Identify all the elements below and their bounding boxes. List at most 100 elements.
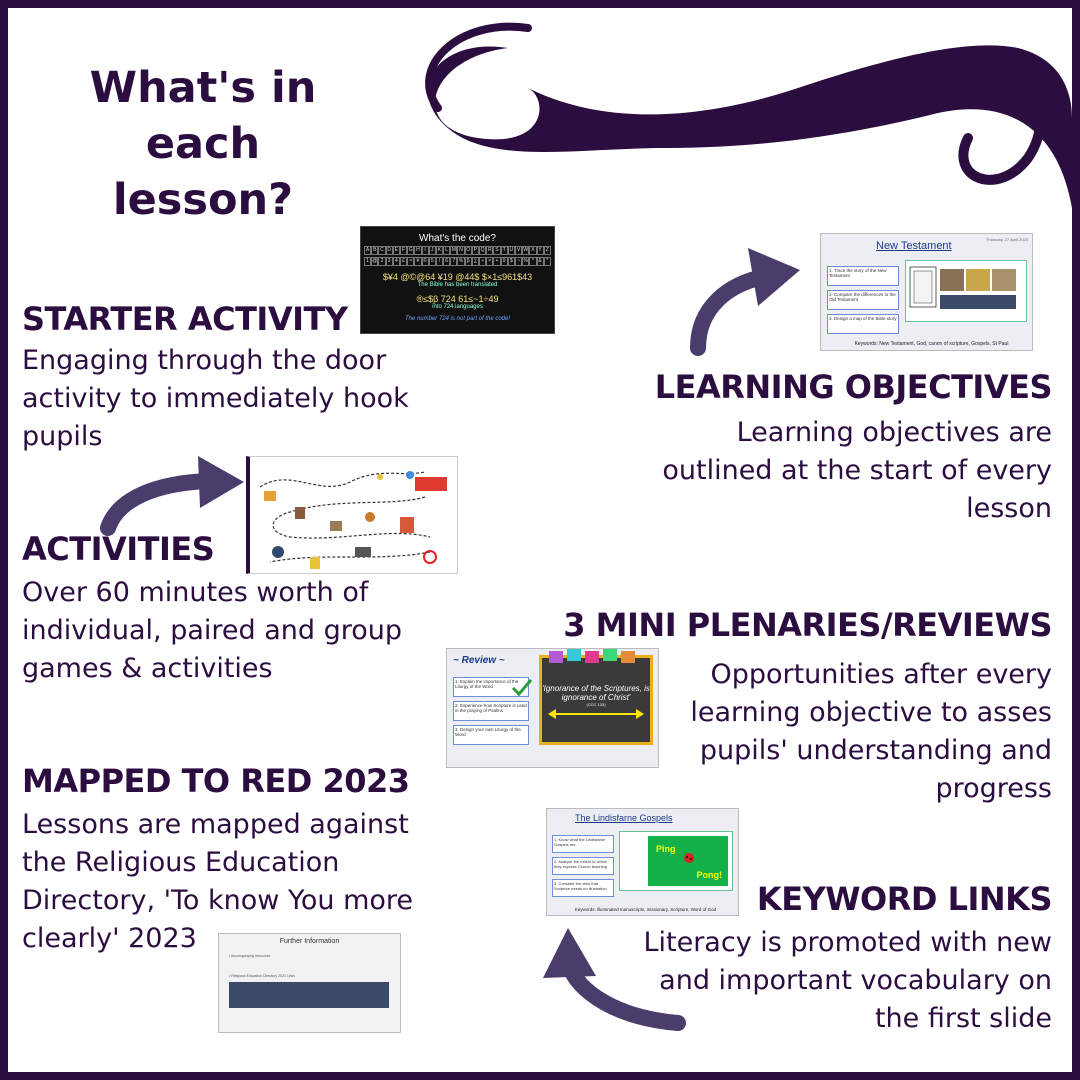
desc-line: the Religious Education	[22, 847, 340, 878]
starter-description: Engaging through the door activity to im…	[22, 342, 409, 456]
check-icon	[511, 679, 533, 697]
keyword-slide-thumbnail: The Lindisfarne Gospels 1. Know what the…	[546, 808, 739, 916]
swirl-loop	[933, 70, 1045, 185]
dashed-path	[259, 471, 431, 563]
title-line: each	[145, 119, 261, 169]
mapped-description: Lessons are mapped against the Religious…	[22, 806, 413, 958]
ladybird-icon	[684, 853, 694, 863]
objective-box: 2. Experience how Scripture is used in t…	[453, 701, 529, 721]
thumbnail-title: Further Information	[279, 938, 340, 945]
objective-box: 1. Trace the story of the New Testament	[827, 266, 899, 286]
picture	[377, 474, 383, 480]
keywords-description: Literacy is promoted with new and import…	[643, 924, 1052, 1038]
picture-frame	[905, 260, 1027, 322]
quote-source: (CCC 133)	[586, 702, 606, 707]
picture	[272, 546, 284, 558]
ping-pong-panel: Ping Pong!	[648, 836, 728, 886]
desc-line: pupils	[22, 421, 103, 452]
picture	[355, 547, 371, 557]
quote-text: 'Ignorance of the Scriptures, is ignoran…	[542, 684, 650, 702]
info-line: • Religious Education Directory 2023 Lin…	[229, 974, 296, 978]
starter-heading: STARTER ACTIVITY	[22, 300, 348, 338]
desc-line: Learning objectives are	[736, 417, 1052, 448]
arrow-to-keyword-slide-head	[543, 928, 596, 978]
objectives-heading: LEARNING OBJECTIVES	[654, 368, 1053, 406]
code-answer: into 724 languages	[432, 304, 483, 310]
info-line: • Accompanying resources	[229, 954, 271, 958]
objective-box: 3. Design a map of the Bible story	[827, 314, 899, 334]
title-line: What's in	[89, 63, 317, 113]
desc-line: Engaging through the door	[22, 345, 387, 376]
picture	[310, 557, 320, 569]
chalkboard: 'Ignorance of the Scriptures, is ignoran…	[539, 655, 653, 745]
desc-line: learning objective to asses	[690, 697, 1052, 728]
code-line: ®≤$β 724 61≤~1÷49	[416, 294, 499, 304]
objective-box: 2. Compare the differences to the Old Te…	[827, 290, 899, 310]
keywords-line: Keywords: New Testament, God, canon of s…	[854, 341, 1009, 347]
decorative-swirl-graphic	[100, 22, 1072, 1031]
objectives-description: Learning objectives are outlined at the …	[662, 414, 1052, 528]
code-answer: The Bible has been translated	[417, 282, 498, 288]
objective-box: 3. Design your own Liturgy of the Word	[453, 725, 529, 745]
page-title: What's in each lesson?	[68, 60, 338, 228]
desc-line: activity to immediately hook	[22, 383, 409, 414]
sticky-notes-picture	[549, 649, 635, 663]
desc-line: games & activities	[22, 653, 273, 684]
objective-box: 1. Explain the importance of the Liturgy…	[453, 677, 529, 697]
keywords-heading: KEYWORD LINKS	[756, 880, 1053, 918]
review-slide-thumbnail: ~ Review ~ 1. Explain the importance of …	[446, 648, 659, 768]
thumbnail-title: ~ Review ~	[453, 655, 505, 666]
desc-line: progress	[935, 773, 1052, 804]
infographic-page: What's in each lesson? STARTER ACTIVITY …	[8, 8, 1072, 1072]
door-and-images-picture	[909, 266, 1016, 309]
desc-line: lesson	[966, 493, 1052, 524]
picture	[406, 471, 414, 479]
mapped-heading: MAPPED TO RED 2023	[22, 762, 410, 800]
desc-line: Opportunities after every	[710, 659, 1052, 690]
desc-line: outlined at the start of every	[662, 455, 1052, 486]
desc-line: clearly' 2023	[22, 923, 197, 954]
desc-line: Lessons are mapped against	[22, 809, 409, 840]
title-line: lesson?	[112, 175, 294, 225]
ping-label: Ping	[656, 844, 676, 854]
activities-description: Over 60 minutes worth of individual, pai…	[22, 574, 402, 688]
picture	[264, 491, 276, 501]
pong-label: Pong!	[696, 870, 723, 880]
picture	[330, 521, 342, 531]
objectives-slide-thumbnail: New Testament Thursday, 27 April 2023 1.…	[820, 233, 1033, 351]
code-line: $¥4 @©@64 ¥19 @44$ $×1≤961$43	[382, 272, 533, 282]
objective-box: 3. Consider the view that Scripture need…	[552, 879, 614, 897]
code-footnote: The number 724 is not part of the code!	[404, 316, 511, 322]
links-table	[229, 982, 389, 1008]
arrow-to-objectives-head	[748, 248, 800, 306]
arrow-to-activities	[100, 473, 216, 536]
desc-line: individual, paired and group	[22, 615, 403, 646]
picture	[400, 517, 414, 533]
no-sign-icon	[423, 550, 437, 564]
objective-box: 2. Analyse the extent to which they expr…	[552, 857, 614, 875]
desc-line: pupils' understanding and	[699, 735, 1052, 766]
thumbnail-title: What's the code?	[419, 233, 496, 244]
plenaries-heading: 3 MINI PLENARIES/REVIEWS	[563, 606, 1052, 644]
picture	[295, 507, 305, 519]
activity-map-image	[259, 471, 447, 569]
desc-line: the first slide	[874, 1003, 1052, 1034]
keywords-line: Keywords: illuminated manuscripts, missi…	[574, 907, 717, 912]
thumbnail-date: Thursday, 27 April 2023	[986, 237, 1028, 242]
desc-line: Literacy is promoted with new	[643, 927, 1052, 958]
activities-slide-thumbnail	[246, 456, 458, 574]
objective-box: 1. Know what the Lindisfarne Gospels are	[552, 835, 614, 853]
picture	[365, 512, 375, 522]
desc-line: Over 60 minutes worth of	[22, 577, 369, 608]
victory-badge	[415, 477, 447, 491]
picture-frame: Ping Pong!	[619, 831, 733, 891]
further-information-slide-thumbnail: Further Information • Accompanying resou…	[218, 933, 401, 1033]
activities-heading: ACTIVITIES	[22, 530, 215, 568]
swirl-tail	[425, 22, 532, 112]
arrow-to-activities-head	[198, 456, 244, 508]
swirl-ribbon	[427, 45, 1072, 209]
double-arrow-icon	[548, 709, 644, 719]
